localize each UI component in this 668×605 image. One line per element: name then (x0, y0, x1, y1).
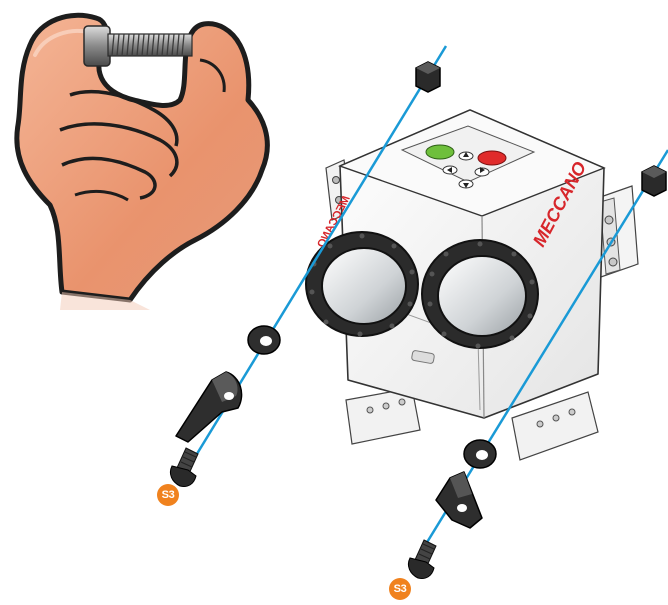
part-callout-badge-right: S3 (389, 578, 411, 600)
left-foot (345, 387, 421, 445)
angle-bracket-right-icon (435, 471, 483, 529)
part-callout-label: S3 (393, 583, 407, 595)
washer-left-icon (247, 325, 281, 355)
angle-bracket-left-icon (175, 371, 243, 443)
top-control-panel (400, 125, 536, 189)
part-callout-label: S3 (161, 489, 175, 501)
hex-nut-right-icon (641, 165, 667, 197)
right-eye-lens (421, 239, 539, 349)
robot-module: MECCANO MECCANO (305, 109, 639, 461)
hand-holding-screw-icon (14, 12, 270, 310)
washer-right-icon (463, 439, 497, 469)
socket-head-screw-left-icon (169, 447, 199, 487)
arrow-buttons-icon (442, 151, 490, 189)
held-screw-icon (83, 25, 193, 67)
part-callout-badge-left: S3 (157, 484, 179, 506)
right-foot (511, 391, 599, 461)
socket-head-screw-right-icon (407, 539, 437, 579)
left-eye-lens (305, 231, 419, 337)
hex-nut-left-icon (415, 61, 441, 93)
